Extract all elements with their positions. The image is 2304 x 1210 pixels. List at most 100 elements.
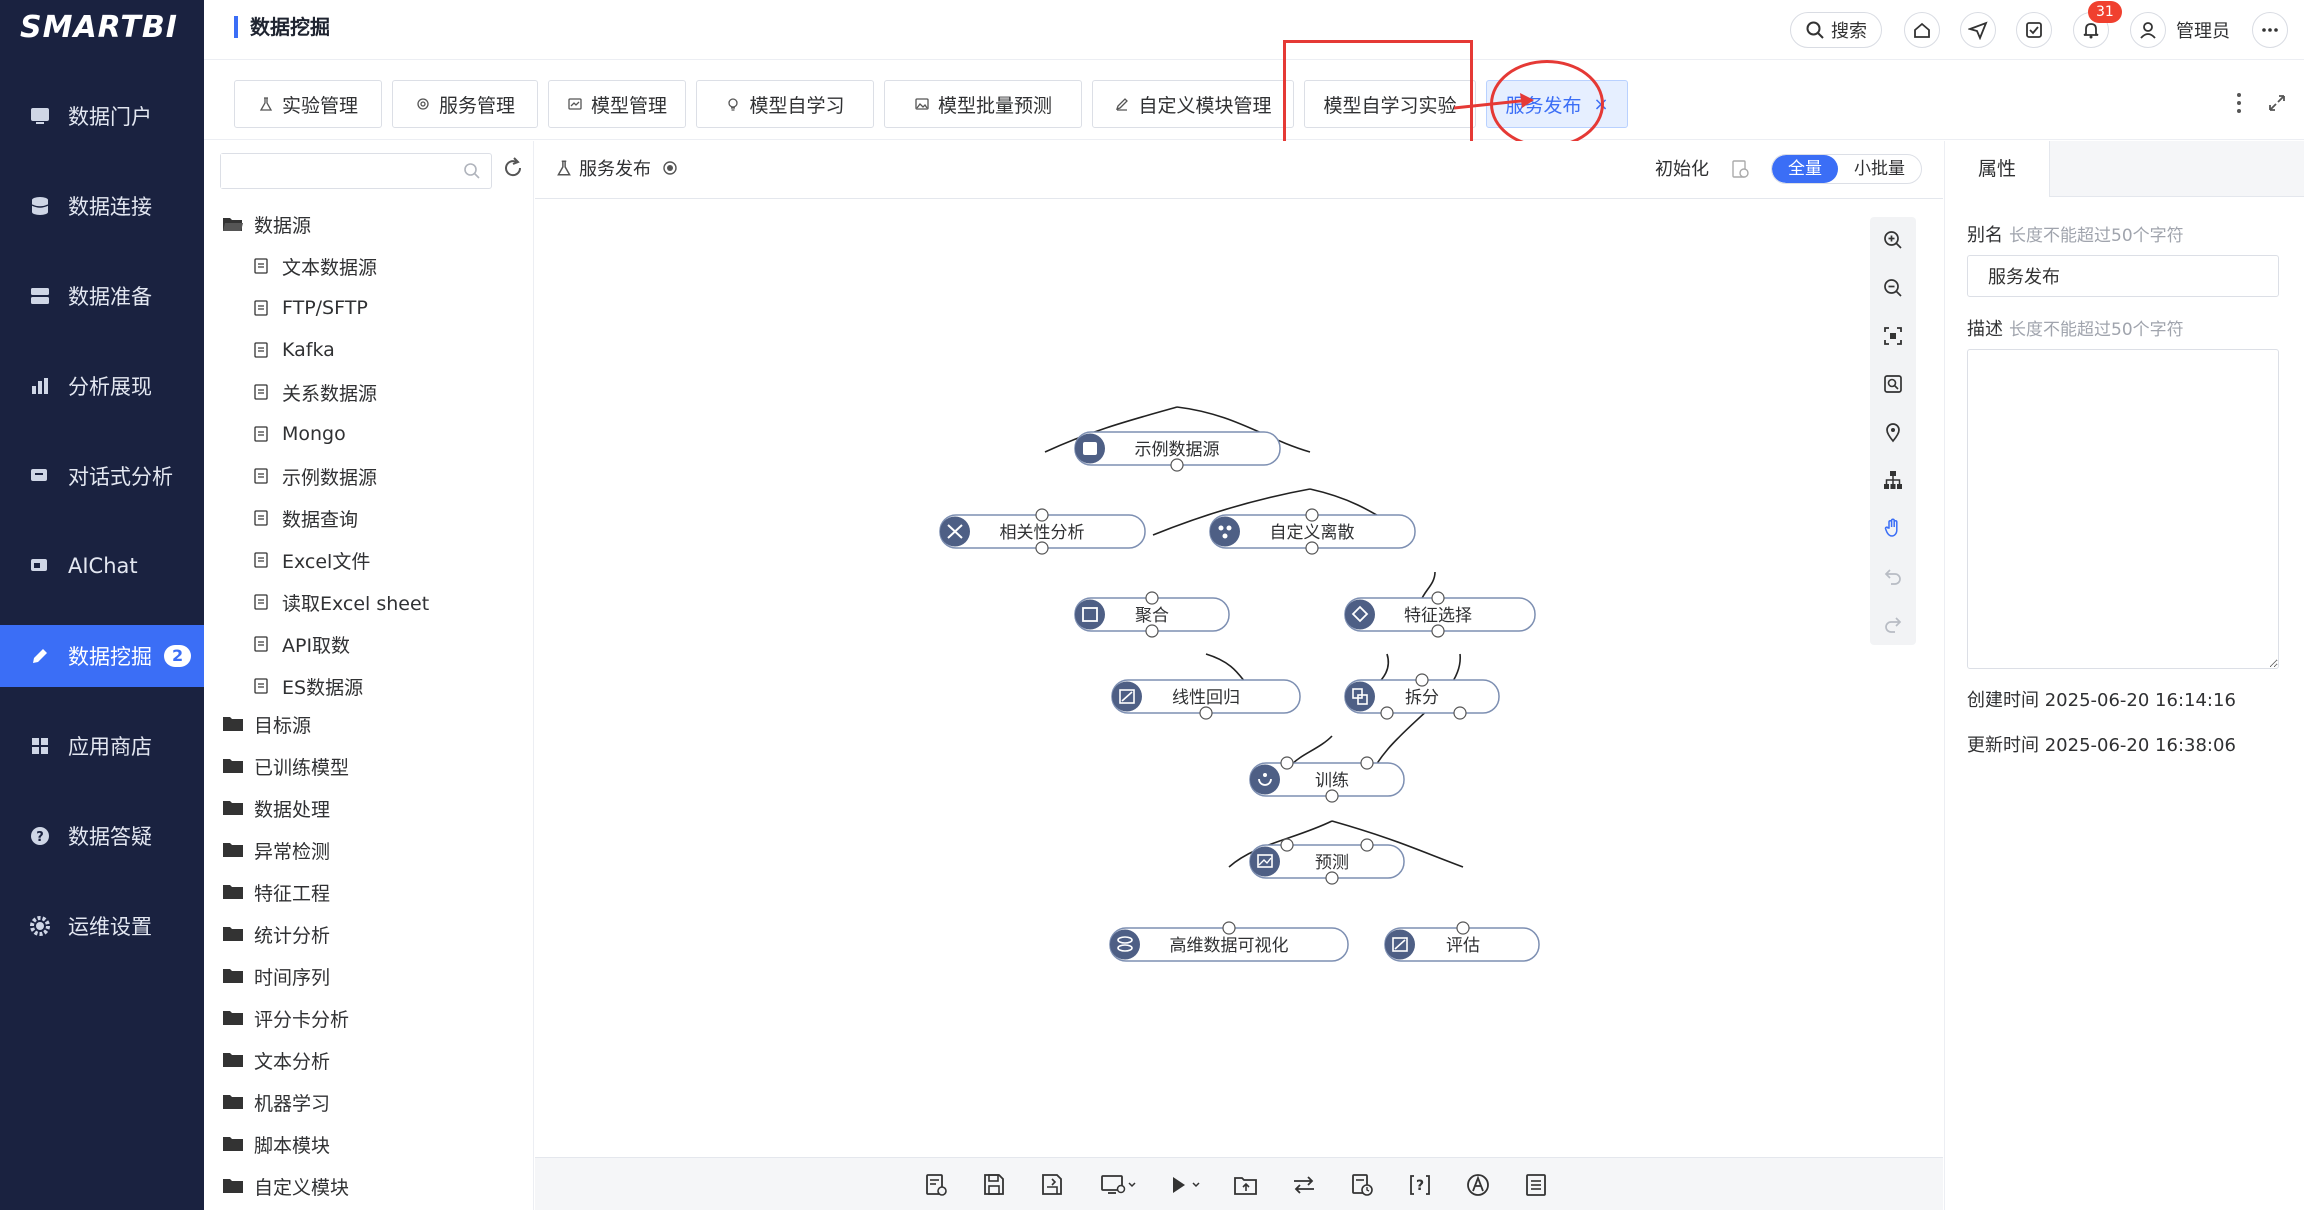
input-port[interactable] [1145,591,1159,605]
tree-item[interactable]: Mongo [250,418,346,450]
nav-item-ops-settings[interactable]: 运维设置 [0,895,204,957]
notes-button[interactable] [1519,1168,1553,1202]
input-port[interactable] [1222,921,1236,935]
refresh-icon[interactable] [500,155,526,181]
tree-item[interactable]: 统计分析 [222,918,330,950]
flow-node-custom-discretize[interactable]: 自定义离散 [1209,508,1416,555]
flow-node-correlation[interactable]: 相关性分析 [939,508,1146,555]
send-button[interactable] [1960,12,1996,48]
tabs-more-button[interactable] [2224,88,2254,118]
settings-dot-icon[interactable] [661,159,679,177]
input-port[interactable] [1456,921,1470,935]
run-dropdown[interactable] [1165,1168,1209,1202]
output-port[interactable] [1431,624,1445,638]
tree-item[interactable]: 已训练模型 [222,750,349,782]
flow-node-evaluate[interactable]: 评估 [1384,921,1540,962]
tree-item[interactable]: 评分卡分析 [222,1002,349,1034]
tree-item[interactable]: 数据查询 [250,502,358,534]
nav-item-conversational[interactable]: 对话式分析 [0,445,204,507]
tree-item[interactable]: 数据处理 [222,792,330,824]
input-port[interactable] [1280,838,1294,852]
nav-item-portal[interactable]: 数据门户 [0,85,204,147]
global-search-button[interactable]: 搜索 [1790,12,1882,48]
user-menu[interactable]: 管理员 [2130,12,2230,48]
tab-properties[interactable]: 属性 [1945,141,2050,197]
tree-item[interactable]: 自定义模块 [222,1170,349,1202]
tree-item[interactable]: 文本分析 [222,1044,330,1076]
output-port[interactable] [1325,789,1339,803]
tree-item[interactable]: 关系数据源 [250,376,377,408]
tree-item[interactable]: 异常检测 [222,834,330,866]
tree-search-field[interactable] [221,154,451,188]
tree-item[interactable]: 数据源 [222,208,311,240]
nav-item-data-prep[interactable]: 数据准备 [0,265,204,327]
font-button[interactable] [1461,1168,1495,1202]
fit-view-button[interactable] [1870,313,1916,359]
pan-hand-button[interactable] [1870,505,1916,551]
tree-item[interactable]: 目标源 [222,708,311,740]
output-port[interactable] [1145,624,1159,638]
help-button[interactable]: ? [1403,1168,1437,1202]
publish-button[interactable] [1229,1168,1263,1202]
alias-input[interactable] [1967,255,2279,297]
home-button[interactable] [1904,12,1940,48]
tree-item[interactable]: 示例数据源 [250,460,377,492]
init-file-icon[interactable] [1729,158,1751,180]
flow-node-train[interactable]: 训练 [1249,756,1405,803]
tab-service-management[interactable]: 服务管理 [392,80,538,128]
nav-item-data-connection[interactable]: 数据连接 [0,175,204,237]
input-port[interactable] [1360,838,1374,852]
output-port[interactable] [1199,706,1213,720]
flow-node-linear-regression[interactable]: 线性回归 [1111,679,1301,720]
nav-item-analysis[interactable]: 分析展现 [0,355,204,417]
input-port[interactable] [1431,591,1445,605]
input-port[interactable] [1415,673,1429,687]
tree-item[interactable]: Excel文件 [250,544,370,576]
more-menu-button[interactable] [2252,12,2288,48]
output-port[interactable] [1453,706,1467,720]
output-port[interactable] [1305,541,1319,555]
output-port[interactable] [1325,871,1339,885]
zoom-in-button[interactable] [1870,217,1916,263]
tree-item[interactable]: FTP/SFTP [250,292,368,324]
save-button[interactable] [977,1168,1011,1202]
run-mode-toggle[interactable]: 全量 小批量 [1771,154,1922,184]
description-textarea[interactable] [1967,349,2279,669]
properties-button[interactable] [919,1168,953,1202]
fullscreen-button[interactable] [2262,88,2292,118]
flow-node-high-dim-visualization[interactable]: 高维数据可视化 [1109,921,1349,962]
nav-item-app-store[interactable]: 应用商店 [0,715,204,777]
tasks-button[interactable] [2016,12,2052,48]
tab-model-self-learning-experiment[interactable]: 模型自学习实验 [1304,80,1476,128]
input-port[interactable] [1035,508,1049,522]
tree-item[interactable]: 脚本模块 [222,1128,330,1160]
output-port[interactable] [1380,706,1394,720]
redo-button[interactable] [1870,601,1916,647]
flow-node-split[interactable]: 拆分 [1344,673,1500,720]
nav-item-data-mining[interactable]: 数据挖掘 2 [0,625,204,687]
tree-item[interactable]: ES数据源 [250,670,363,702]
mode-full-option[interactable]: 全量 [1772,155,1838,183]
actual-size-button[interactable] [1870,361,1916,407]
input-port[interactable] [1305,508,1319,522]
zoom-out-button[interactable] [1870,265,1916,311]
tree-search-input[interactable] [220,153,492,189]
tab-model-management[interactable]: 模型管理 [548,80,686,128]
locate-button[interactable] [1870,409,1916,455]
tree-item[interactable]: Kafka [250,334,335,366]
input-port[interactable] [1280,756,1294,770]
schedule-button[interactable] [1345,1168,1379,1202]
flow-node-sample-source[interactable]: 示例数据源 [1074,431,1281,472]
tree-item[interactable]: 特征工程 [222,876,330,908]
run-settings-dropdown[interactable] [1095,1168,1143,1202]
flow-node-feature-selection[interactable]: 特征选择 [1344,591,1536,638]
mode-small-batch-option[interactable]: 小批量 [1854,159,1905,179]
output-port[interactable] [1170,458,1184,472]
flow-node-predict[interactable]: 预测 [1249,838,1405,885]
tree-item[interactable]: 读取Excel sheet [250,586,429,618]
tab-experiment-management[interactable]: 实验管理 [234,80,382,128]
undo-button[interactable] [1870,553,1916,599]
output-port[interactable] [1035,541,1049,555]
tree-item[interactable]: 机器学习 [222,1086,330,1118]
switch-button[interactable] [1287,1168,1321,1202]
